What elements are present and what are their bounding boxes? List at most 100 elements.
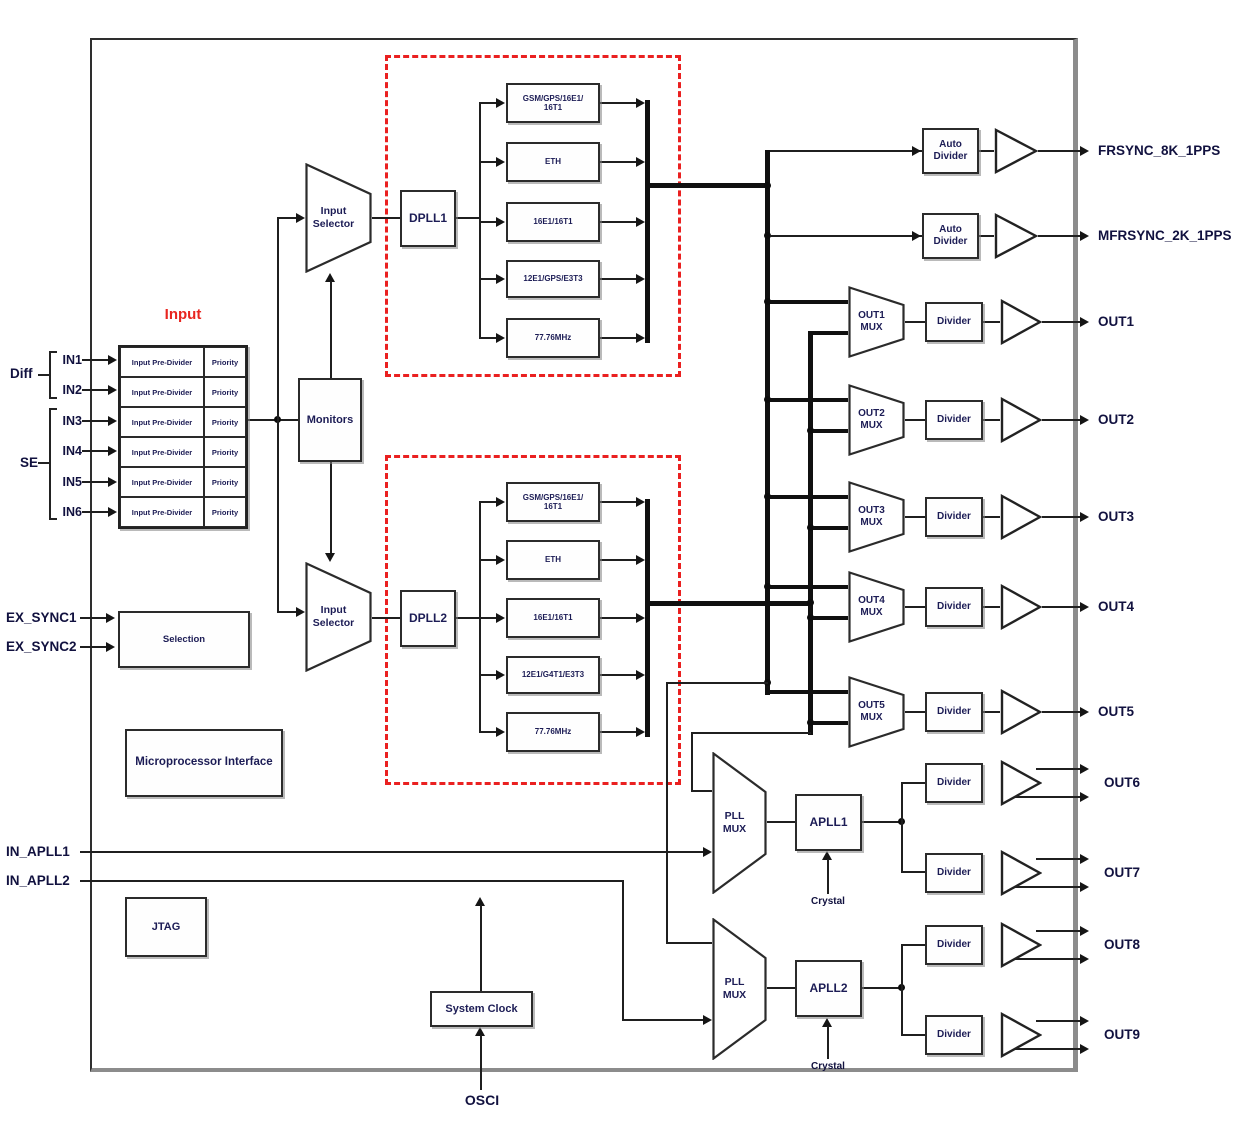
junction-dot (807, 524, 814, 531)
wire (480, 905, 482, 991)
wire (691, 790, 712, 792)
mux-feed (813, 526, 848, 530)
chip-boundary (90, 38, 1078, 1072)
wire (767, 987, 795, 989)
arrowhead (325, 273, 335, 282)
junction-dot (807, 427, 814, 434)
junction-dot (764, 396, 771, 403)
out1-buffer (1000, 298, 1043, 350)
wire (767, 821, 795, 823)
trapezoid (305, 561, 372, 673)
wire (1004, 958, 1082, 960)
path-label: 16E1/16T1 (533, 217, 573, 227)
wire (905, 606, 925, 608)
path-label: 12E1/G4T1/E3T3 (521, 670, 585, 680)
port-label-ex-sync2: EX_SYNC2 (6, 639, 77, 654)
pll-mux1-label: PLL MUX (722, 810, 747, 835)
dpll1-block: DPLL1 (400, 190, 456, 247)
bus-dpll1 (765, 150, 770, 695)
table-cell: Priority (204, 347, 246, 377)
path-label: GSM/GPS/16E1/ (522, 492, 584, 502)
out8-divider: Divider (925, 925, 983, 965)
trapezoid (305, 162, 372, 274)
port-label-mfrsync: MFRSYNC_2K_1PPS (1098, 228, 1232, 243)
arrowhead (1080, 1015, 1089, 1026)
wire (480, 501, 498, 503)
pin-label-in5: IN5 (62, 475, 82, 489)
wire (983, 516, 1000, 518)
wire (480, 337, 498, 339)
wire (480, 102, 498, 104)
arrowhead (496, 332, 505, 343)
junction-dot (764, 493, 771, 500)
table-cell: Priority (204, 497, 246, 527)
table-cell: Input Pre-Divider (120, 407, 204, 437)
arrowhead (106, 612, 115, 623)
buffer-mfrsync (994, 213, 1039, 264)
wire (372, 217, 400, 219)
arrowhead (636, 496, 645, 507)
out9-buffer (1000, 1011, 1043, 1063)
dpll2-dashed-region (385, 455, 681, 785)
arrowhead (496, 612, 505, 623)
out7-buffer (1000, 849, 1043, 901)
arrowhead (108, 415, 117, 426)
pin-label-in1: IN1 (62, 353, 82, 367)
wire (1036, 930, 1082, 932)
wire (480, 161, 498, 163)
junction-dot (764, 232, 771, 239)
out1-mux: OUT1 MUX (848, 285, 905, 359)
port-label-ex-sync1: EX_SYNC1 (6, 610, 77, 625)
arrowhead (1080, 601, 1089, 612)
se-bracket (49, 408, 57, 410)
junction-dot (764, 583, 771, 590)
mux-feed (770, 300, 848, 304)
wire (983, 419, 1000, 421)
arrowhead (822, 1018, 832, 1027)
out4-divider: Divider (925, 587, 983, 627)
table-cell: Priority (204, 437, 246, 467)
out3-buffer (1000, 493, 1043, 545)
path-label: 12E1/GPS/E3T3 (523, 274, 583, 284)
wire (82, 450, 108, 452)
dpll1-path-box: GSM/GPS/16E1/16T1 (506, 83, 600, 123)
out9-divider: Divider (925, 1015, 983, 1055)
arrowhead (496, 554, 505, 565)
arrowhead (108, 506, 117, 517)
wire (480, 617, 498, 619)
arrowhead (912, 145, 921, 156)
arrowhead (496, 216, 505, 227)
wire (277, 217, 297, 219)
out1-mux-label: OUT1 MUX (858, 310, 885, 333)
out3-mux: OUT3 MUX (848, 480, 905, 554)
wire (82, 420, 108, 422)
dpll1-path-box: 12E1/GPS/E3T3 (506, 260, 600, 298)
wire (622, 1019, 705, 1021)
wire (600, 617, 637, 619)
dpll2-output-bus (645, 601, 813, 606)
pin-label-in3: IN3 (62, 414, 82, 428)
out4-mux-label: OUT4 MUX (858, 595, 885, 618)
arrowhead (496, 156, 505, 167)
buffer-frsync (994, 128, 1039, 179)
dpll2-path-box: 12E1/G4T1/E3T3 (506, 656, 600, 694)
port-label-frsync: FRSYNC_8K_1PPS (1098, 143, 1221, 158)
wire (979, 235, 994, 237)
junction-dot (764, 298, 771, 305)
diff-bracket (49, 397, 57, 399)
wire (827, 859, 829, 894)
wire (480, 674, 498, 676)
wire (480, 221, 498, 223)
se-group-label: SE (20, 455, 39, 470)
arrowhead (636, 554, 645, 565)
table-cell: Input Pre-Divider (120, 467, 204, 497)
arrowhead (636, 332, 645, 343)
monitors-block: Monitors (298, 378, 362, 462)
out5-divider: Divider (925, 692, 983, 732)
port-label-out2: OUT2 (1098, 412, 1135, 427)
arrowhead (636, 669, 645, 680)
arrowhead (475, 1027, 485, 1036)
table-cell: Input Pre-Divider (120, 347, 204, 377)
path-label: ETH (545, 157, 561, 167)
